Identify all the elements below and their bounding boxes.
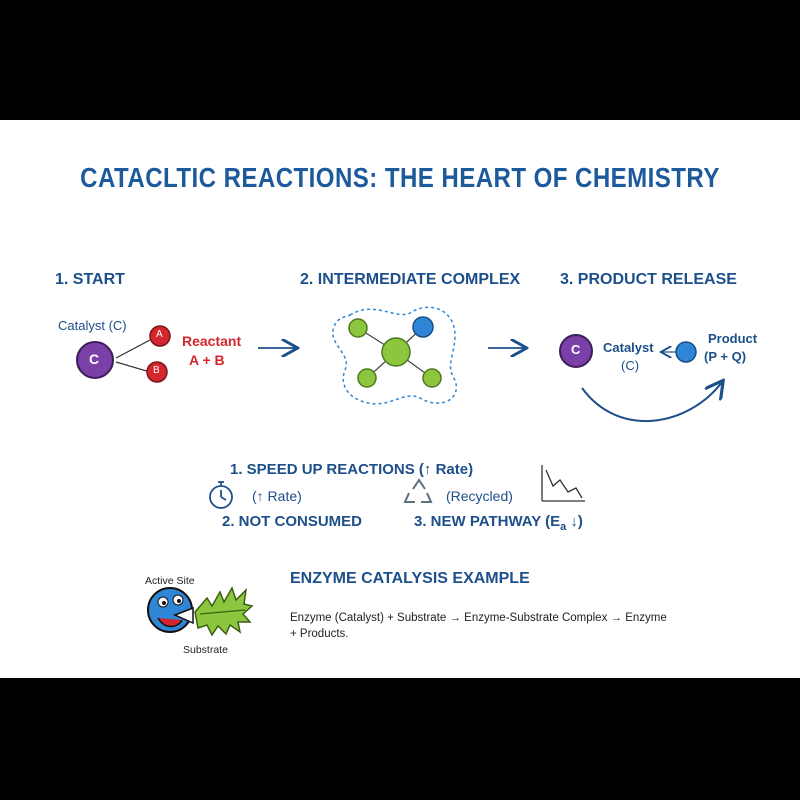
infographic-panel: CATACLTIC REACTIONS: THE HEART OF CHEMIS… [0,120,800,678]
complex-atom [348,318,368,338]
stage-intermediate-heading: 2. INTERMEDIATE COMPLEX [300,271,521,288]
complex-atom-blue [412,316,434,338]
reactant-formula: A + B [189,352,225,368]
catalyst-molecule-start [76,341,114,379]
reactant-label: Reactant [182,333,242,349]
stage-release-heading: 3. PRODUCT RELEASE [560,271,737,288]
enzyme-example-heading: ENZYME CATALYSIS EXAMPLE [290,570,530,587]
pathway-subscript: a [560,521,567,533]
atom-a-label: A [156,329,163,340]
declining-chart-icon [541,465,585,502]
catalyst-molecule-release [559,334,593,368]
bond-line [115,339,151,359]
substrate-label: Substrate [183,644,228,656]
release-catalyst-label: Catalyst [603,340,654,355]
pathway-arrow: ↓) [566,513,583,530]
catalyst-label: Catalyst (C) [58,318,127,333]
atom-b-label: B [153,365,160,376]
active-site-label: Active Site [145,575,195,587]
product-label: Product [708,331,758,346]
stage-start-heading: 1. START [55,271,125,288]
catalyst-letter: C [89,351,100,367]
reactant-atom-a [149,325,171,347]
page-title: CATACLTIC REACTIONS: THE HEART OF CHEMIS… [80,162,720,193]
product-formula: (P + Q) [704,349,747,364]
reactant-atom-b [146,361,168,383]
enzyme-equation: Enzyme (Catalyst) + Substrate → Enzyme-S… [290,612,667,640]
benefit-not-consumed: 2. NOT CONSUMED [222,513,363,530]
complex-atom [357,368,377,388]
stopwatch-icon [209,481,233,509]
benefit-recycled: (Recycled) [446,488,513,504]
benefit-rate: (↑ Rate) [252,488,302,504]
recycle-icon [403,478,433,503]
pathway-text: 3. NEW PATHWAY (E [414,513,561,530]
benefit-new-pathway: 3. NEW PATHWAY (Ea ↓) [414,513,583,533]
complex-atom [422,368,442,388]
benefit-speed-up: 1. SPEED UP REACTIONS (↑ Rate) [230,461,474,478]
release-catalyst-sub: (C) [621,358,640,373]
diagram-graphics [76,306,800,637]
complex-center-atom [381,337,411,367]
substrate-leaf-icon [194,586,254,637]
product-molecule [675,341,697,363]
bond-line [115,361,151,373]
release-catalyst-letter: C [571,342,581,357]
cycle-arrow-icon [581,382,722,423]
enzyme-mascot-icon [147,587,194,633]
